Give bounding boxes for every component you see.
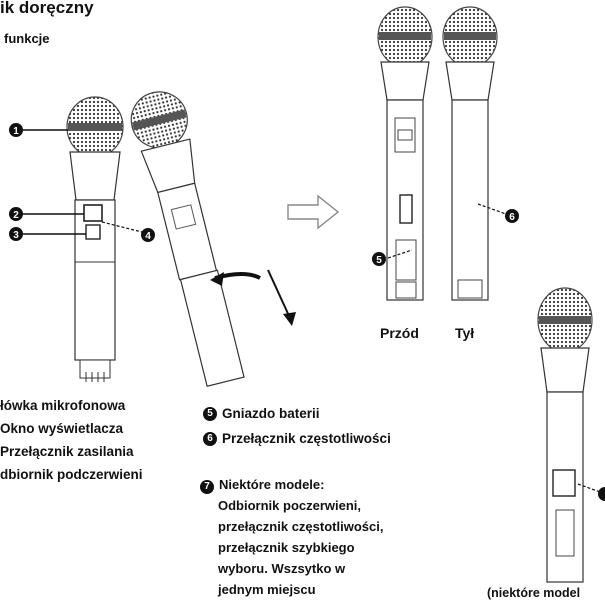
note-line-6: jednym miejscu — [218, 579, 383, 600]
legend-mid: 5 Gniazdo baterii 6 Przełącznik częstotl… — [203, 401, 391, 451]
mic-open-front — [378, 7, 432, 300]
callout-5-label: 5 — [376, 255, 382, 266]
legend-item-3: Przełącznik zasilania — [0, 440, 143, 463]
legend-item-2: Okno wyświetlacza — [0, 417, 143, 440]
note-number-7: 7 — [200, 480, 214, 494]
legend-item-4: dbiornik podczerwieni — [0, 463, 143, 486]
legend-number-5: 5 — [203, 407, 217, 421]
back-label: Tył — [455, 325, 474, 341]
legend-text-6: Przełącznik częstotliwości — [222, 426, 391, 451]
callout-7-marker — [598, 487, 605, 501]
legend-text-5: Gniazdo baterii — [222, 401, 320, 426]
callout-2-label: 2 — [13, 210, 19, 221]
note-line-5: wyboru. Wszsytko w — [218, 558, 383, 579]
transition-arrow — [288, 196, 338, 228]
some-models-label: (niektóre model — [487, 586, 580, 600]
callout-3-label: 3 — [13, 230, 19, 241]
legend-number-6: 6 — [203, 432, 217, 446]
note-line-1: Niektóre modele: — [219, 477, 324, 492]
note-line-2: Odbiornik poczerwieni, — [218, 495, 383, 516]
legend-left: łówka mikrofonowa Okno wyświetlacza Prze… — [0, 394, 143, 486]
legend-item-6: 6 Przełącznik częstotliwości — [203, 426, 391, 451]
note-line-4: przełącznik szybkiego — [218, 537, 383, 558]
legend-item-5: 5 Gniazdo baterii — [203, 401, 391, 426]
callout-1-label: 1 — [13, 126, 19, 137]
note-line-3: przełącznik częstotliwości, — [218, 516, 383, 537]
mic-open-back — [443, 7, 497, 300]
legend-item-1: łówka mikrofonowa — [0, 394, 143, 417]
callout-6-label: 6 — [509, 212, 515, 223]
front-label: Przód — [380, 325, 419, 341]
mic-some-models — [538, 288, 592, 582]
mic-front-view — [67, 97, 123, 382]
callout-4-label: 4 — [145, 231, 151, 242]
